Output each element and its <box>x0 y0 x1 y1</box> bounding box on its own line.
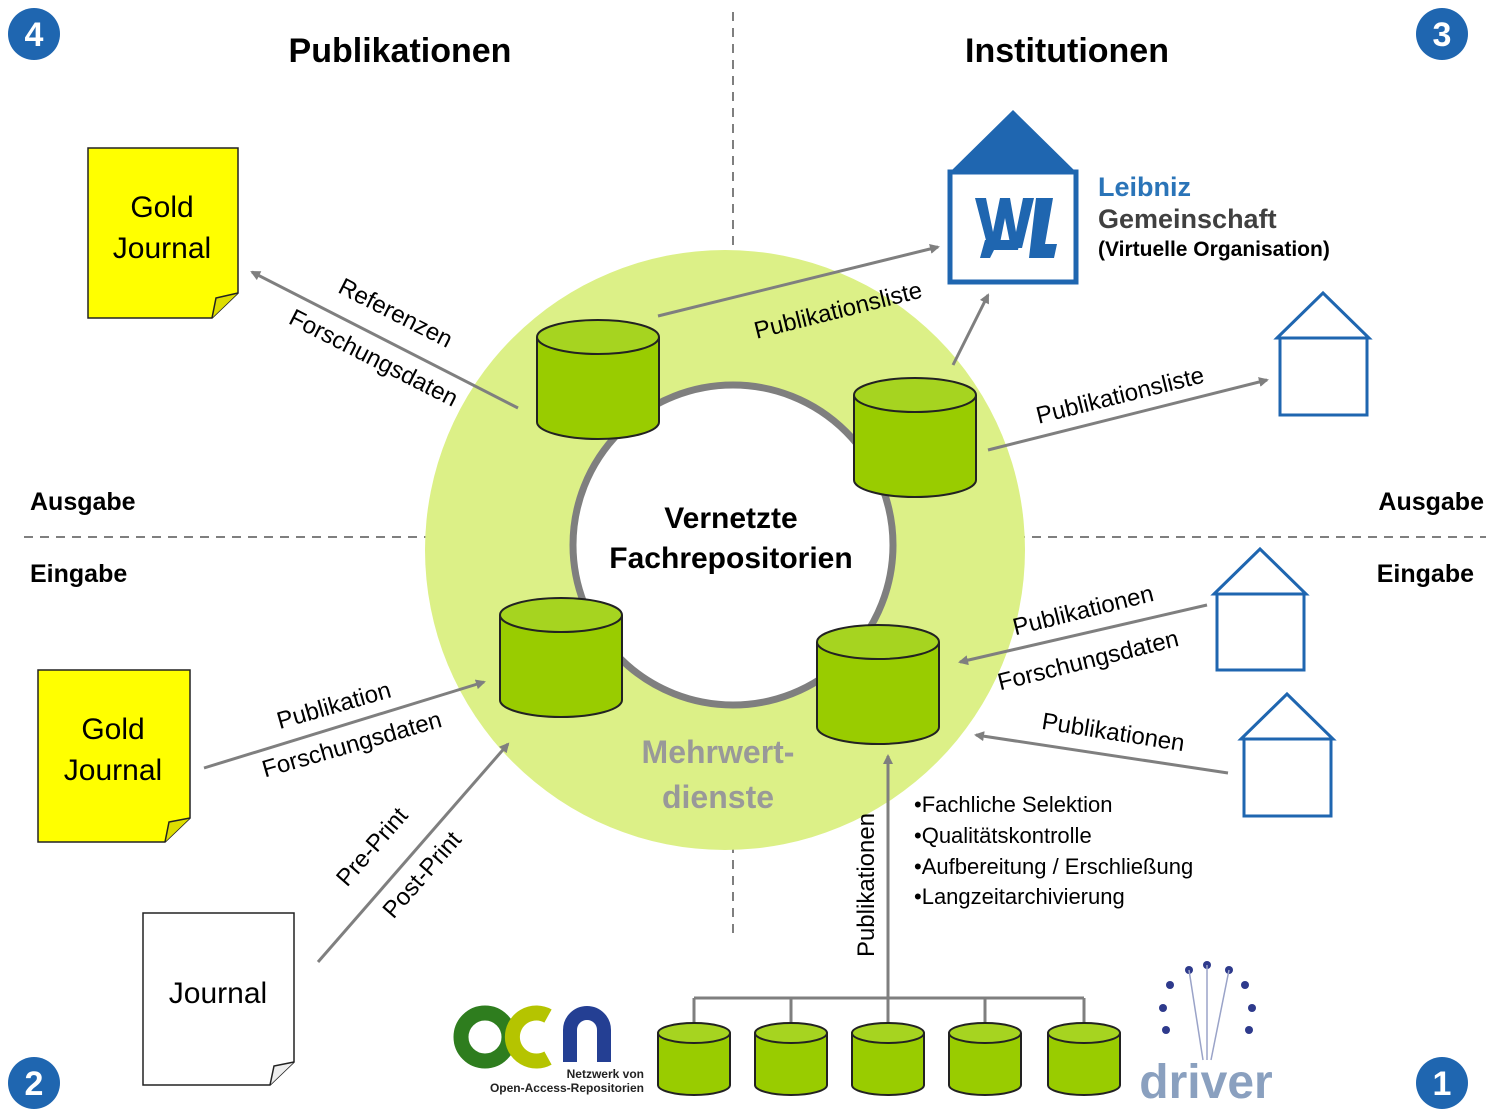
svg-text:Netzwerk von: Netzwerk von <box>567 1067 644 1081</box>
badge-1: 1 <box>1416 1057 1468 1109</box>
svg-text:1: 1 <box>1433 1065 1452 1103</box>
badge-4: 4 <box>8 8 60 60</box>
bottom-repository-2 <box>754 1022 828 1096</box>
service-item-1: •Fachliche Selektion <box>914 792 1112 817</box>
bottom-repository-5 <box>1047 1022 1121 1096</box>
svg-text:Open-Access-Repositorien: Open-Access-Repositorien <box>490 1081 644 1095</box>
institution-house-2 <box>1210 546 1310 672</box>
label-publikationen-r2: Publikationen <box>1040 708 1187 757</box>
svg-text:Gold: Gold <box>81 713 144 746</box>
svg-text:Journal: Journal <box>169 977 267 1010</box>
inner-ring <box>569 381 897 709</box>
repository-cylinder-right <box>853 377 977 498</box>
svg-text:Journal: Journal <box>64 754 162 787</box>
arrow-to-leibniz-from-right <box>951 293 990 366</box>
arrow-from-institution-3 <box>974 731 1229 775</box>
bottom-repository-1 <box>657 1022 731 1096</box>
mehrwert-label-line1: Mehrwert- <box>642 734 795 770</box>
arrow-from-institution-2 <box>958 603 1208 666</box>
label-ausgabe-right: Ausgabe <box>1378 488 1484 516</box>
label-ausgabe-left: Ausgabe <box>30 488 136 516</box>
leibniz-name-line2: Gemeinschaft <box>1098 204 1277 234</box>
svg-text:Gold: Gold <box>130 191 193 224</box>
gold-journal-document-bottom: Gold Journal <box>37 669 191 843</box>
repository-cylinder-top-left <box>536 319 660 440</box>
label-eingabe-left: Eingabe <box>30 560 127 588</box>
badge-2: 2 <box>8 1057 60 1109</box>
leibniz-name-line1: Leibniz <box>1098 172 1191 202</box>
svg-text:driver: driver <box>1139 1056 1272 1109</box>
svg-text:Journal: Journal <box>113 232 211 265</box>
badge-3: 3 <box>1416 8 1468 60</box>
svg-text:2: 2 <box>25 1065 44 1103</box>
svg-text:4: 4 <box>25 16 44 54</box>
svg-text:3: 3 <box>1433 16 1452 54</box>
arrow-from-journal <box>316 742 510 963</box>
repository-tree-lines <box>692 996 1086 1024</box>
label-eingabe-right: Eingabe <box>1377 560 1474 588</box>
repository-cylinder-bottom-right <box>816 624 940 745</box>
label-publikationsliste-mid: Publikationsliste <box>1033 362 1207 430</box>
arrow-to-leibniz <box>657 244 940 318</box>
arrow-to-institution-1 <box>987 377 1269 452</box>
bottom-repository-3 <box>851 1022 925 1096</box>
heading-publikationen: Publikationen <box>289 32 512 70</box>
service-item-4: •Langzeitarchivierung <box>914 884 1125 909</box>
center-title-line1: Vernetzte <box>664 502 797 535</box>
driver-logo: driver <box>1139 961 1273 1109</box>
service-item-2: •Qualitätskontrolle <box>914 823 1092 848</box>
label-publikationen-vertical: Publikationen <box>853 813 880 957</box>
center-title-line2: Fachrepositorien <box>609 542 852 575</box>
oan-logo: Netzwerk von Open-Access-Repositorien <box>453 1005 644 1095</box>
bottom-repository-4 <box>948 1022 1022 1096</box>
leibniz-name-line3: (Virtuelle Organisation) <box>1098 238 1330 261</box>
arrow-to-gold-journal <box>250 270 519 410</box>
arrow-from-gold-journal <box>203 679 486 770</box>
institution-house-1 <box>1273 290 1373 417</box>
heading-institutionen: Institutionen <box>965 32 1169 70</box>
leibniz-institution-house <box>947 110 1079 285</box>
repository-cylinder-left <box>499 597 623 718</box>
leibniz-logo-icon <box>975 198 1057 258</box>
mehrwert-label-line2: dienste <box>662 779 774 815</box>
service-item-3: •Aufbereitung / Erschließung <box>914 854 1193 879</box>
institution-house-3 <box>1237 691 1337 818</box>
journal-document: Journal <box>142 912 295 1086</box>
gold-journal-document-top: Gold Journal <box>87 147 239 319</box>
